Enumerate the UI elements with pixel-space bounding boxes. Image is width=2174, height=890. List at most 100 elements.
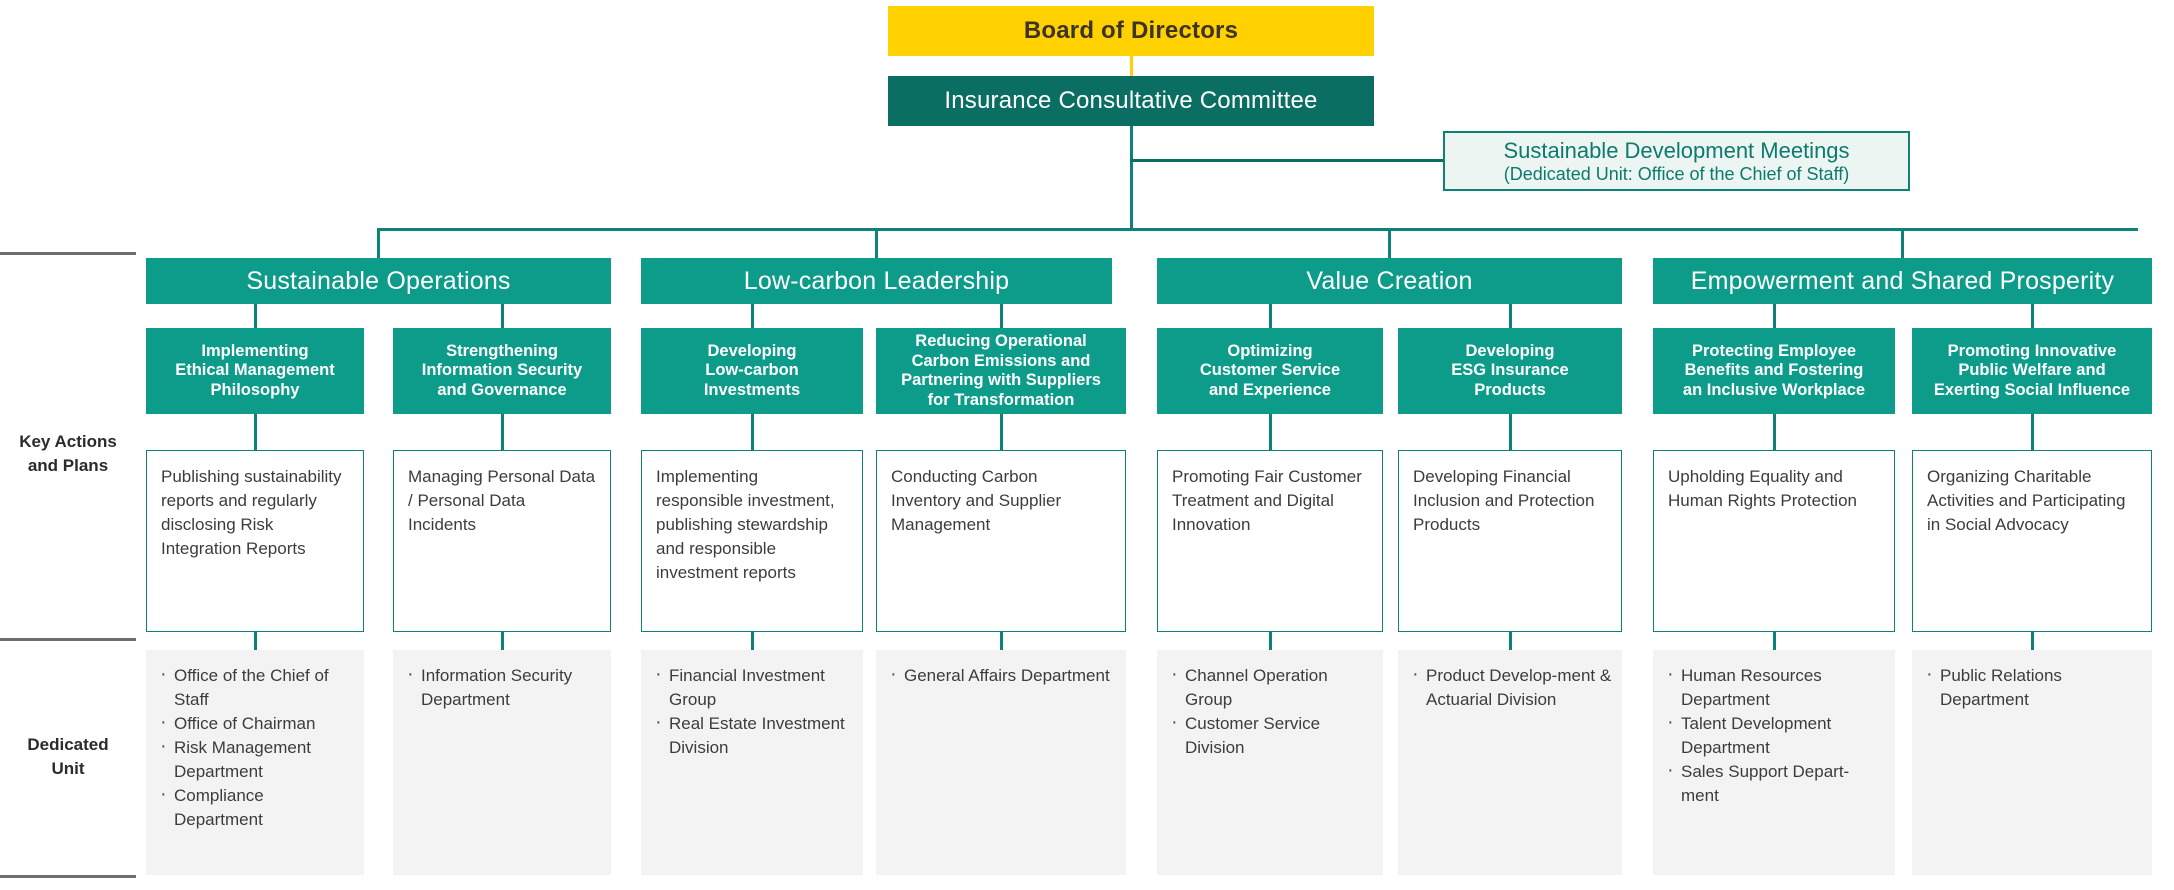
dedicated-unit-label: Public Relations Department: [1940, 666, 2062, 709]
sub-head-line: Philosophy: [210, 380, 300, 399]
key-action-box-0-1: Managing Personal Data / Personal Data I…: [393, 450, 611, 632]
row-label-key-actions: Key Actions and Plans: [0, 430, 136, 478]
key-action-text: Managing Personal Data / Personal Data I…: [408, 467, 596, 534]
row-label-dedicated-unit: Dedicated Unit: [0, 733, 136, 781]
pillar-header-1: Low-carbon Leadership: [641, 258, 1112, 304]
row-label-dedicated-unit-line2: Unit: [51, 759, 85, 778]
sub-head-line: and Experience: [1209, 380, 1331, 399]
connector-board-to-committee: [1130, 56, 1133, 76]
key-action-box-1-1: Conducting Carbon Inventory and Supplier…: [876, 450, 1126, 632]
dedicated-unit-list: Information Security Department: [403, 662, 601, 712]
connector-action-1-1-to-unit: [999, 632, 1003, 650]
pillar-header-3: Empowerment and Shared Prosperity: [1653, 258, 2152, 304]
connector-action-3-1-to-unit: [2030, 632, 2034, 650]
dedicated-unit-item: Real Estate Investment Division: [651, 710, 853, 760]
dedicated-unit-label: Channel Operation Group: [1185, 666, 1328, 709]
dedicated-unit-label: Product Develop-ment & Actuarial Divisio…: [1426, 666, 1612, 709]
connector-action-1-0-to-unit: [750, 632, 754, 650]
connector-action-0-1-to-unit: [500, 632, 504, 650]
sub-head-line: Ethical Management: [175, 361, 335, 380]
connector-pillar-2-to-sub-1: [1508, 304, 1512, 328]
connector-sub-3-0-to-action: [1772, 414, 1776, 450]
key-action-text: Promoting Fair Customer Treatment and Di…: [1172, 467, 1362, 534]
dedicated-unit-item: Financial Investment Group: [651, 662, 853, 712]
connector-sub-0-0-to-action: [253, 414, 257, 450]
connector-action-3-0-to-unit: [1772, 632, 1776, 650]
divider-bottom: [0, 875, 136, 878]
connector-sub-0-1-to-action: [500, 414, 504, 450]
dedicated-unit-label: Real Estate Investment Division: [669, 714, 845, 757]
dedicated-unit-label: Risk Management Department: [174, 738, 312, 781]
dedicated-unit-list: Product Develop-ment & Actuarial Divisio…: [1408, 662, 1612, 712]
dedicated-unit-item: Sales Support Depart-ment: [1663, 758, 1885, 808]
sub-head-line: Carbon Emissions and: [911, 351, 1091, 370]
sub-head-line: Implementing: [201, 341, 309, 360]
connector-pillar-1-to-sub-1: [999, 304, 1003, 328]
dedicated-unit-box-1-0: Financial Investment GroupReal Estate In…: [641, 650, 863, 875]
key-action-text: Publishing sustainability reports and re…: [161, 467, 342, 558]
dedicated-unit-label: Talent Development Department: [1681, 714, 1832, 757]
connector-pillar-2-to-sub-0: [1268, 304, 1272, 328]
connector-bus-to-pillar-2: [1388, 228, 1391, 258]
sub-head-line: Investments: [703, 380, 801, 399]
sdm-subtitle: (Dedicated Unit: Office of the Chief of …: [1503, 163, 1850, 184]
connector-bus-to-pillar-0: [377, 228, 380, 258]
dedicated-unit-item: Risk Management Department: [156, 734, 354, 784]
connector-sub-3-1-to-action: [2030, 414, 2034, 450]
sub-head-line: Developing: [707, 341, 797, 360]
sub-head-line: Promoting Innovative: [1947, 341, 2117, 360]
sub-head-line: Information Security: [421, 361, 583, 380]
sustainable-development-meetings-node: Sustainable Development Meetings (Dedica…: [1443, 131, 1910, 191]
dedicated-unit-label: Compliance Department: [174, 786, 264, 829]
connector-sub-2-1-to-action: [1508, 414, 1512, 450]
connector-bus-to-pillar-3: [1901, 228, 1904, 258]
pillar-title: Low-carbon Leadership: [743, 266, 1010, 295]
dedicated-unit-list: Human Resources DepartmentTalent Develop…: [1663, 662, 1885, 808]
dedicated-unit-item: General Affairs Department: [886, 662, 1116, 688]
insurance-consultative-committee-node: Insurance Consultative Committee: [888, 76, 1374, 126]
connector-action-2-0-to-unit: [1268, 632, 1272, 650]
key-action-text: Organizing Charitable Activities and Par…: [1927, 467, 2126, 534]
insurance-consultative-committee-label: Insurance Consultative Committee: [944, 87, 1318, 114]
dedicated-unit-item: Public Relations Department: [1922, 662, 2142, 712]
connector-sub-1-0-to-action: [750, 414, 754, 450]
connector-pillar-0-to-sub-0: [253, 304, 257, 328]
key-action-text: Developing Financial Inclusion and Prote…: [1413, 467, 1595, 534]
dedicated-unit-box-1-1: General Affairs Department: [876, 650, 1126, 875]
dedicated-unit-list: Channel Operation GroupCustomer Service …: [1167, 662, 1373, 760]
sub-head-line: Public Welfare and: [1958, 361, 2106, 380]
pillar-distribution-bus: [378, 228, 2138, 231]
connector-action-0-0-to-unit: [253, 632, 257, 650]
dedicated-unit-label: Information Security Department: [421, 666, 573, 709]
pillar-title: Empowerment and Shared Prosperity: [1690, 266, 2115, 295]
pillar-title: Sustainable Operations: [246, 266, 511, 295]
sub-head-line: Partnering with Suppliers: [901, 371, 1101, 389]
dedicated-unit-box-3-0: Human Resources DepartmentTalent Develop…: [1653, 650, 1895, 875]
connector-pillar-3-to-sub-0: [1772, 304, 1776, 328]
key-action-text: Upholding Equality and Human Rights Prot…: [1668, 467, 1857, 510]
dedicated-unit-box-0-0: Office of the Chief of StaffOffice of Ch…: [146, 650, 364, 875]
key-action-box-2-0: Promoting Fair Customer Treatment and Di…: [1157, 450, 1383, 632]
sub-head-line: Developing: [1465, 341, 1555, 360]
dedicated-unit-label: Human Resources Department: [1681, 666, 1822, 709]
row-label-dedicated-unit-line1: Dedicated: [27, 735, 109, 754]
row-label-key-actions-line1: Key Actions: [19, 432, 117, 451]
key-action-box-3-1: Organizing Charitable Activities and Par…: [1912, 450, 2152, 632]
key-action-box-2-1: Developing Financial Inclusion and Prote…: [1398, 450, 1622, 632]
connector-sub-2-0-to-action: [1268, 414, 1272, 450]
dedicated-unit-item: Office of Chairman: [156, 710, 354, 736]
sub-head-line: Protecting Employee: [1691, 341, 1857, 360]
sub-head-line: Customer Service: [1199, 361, 1341, 380]
connector-action-2-1-to-unit: [1508, 632, 1512, 650]
dedicated-unit-label: General Affairs Department: [904, 666, 1110, 685]
row-label-key-actions-line2: and Plans: [27, 456, 109, 475]
sub-head-line: and Governance: [437, 380, 567, 399]
sub-head-line: Strengthening: [446, 341, 558, 360]
connector-sub-1-1-to-action: [999, 414, 1003, 450]
divider-middle: [0, 638, 136, 641]
